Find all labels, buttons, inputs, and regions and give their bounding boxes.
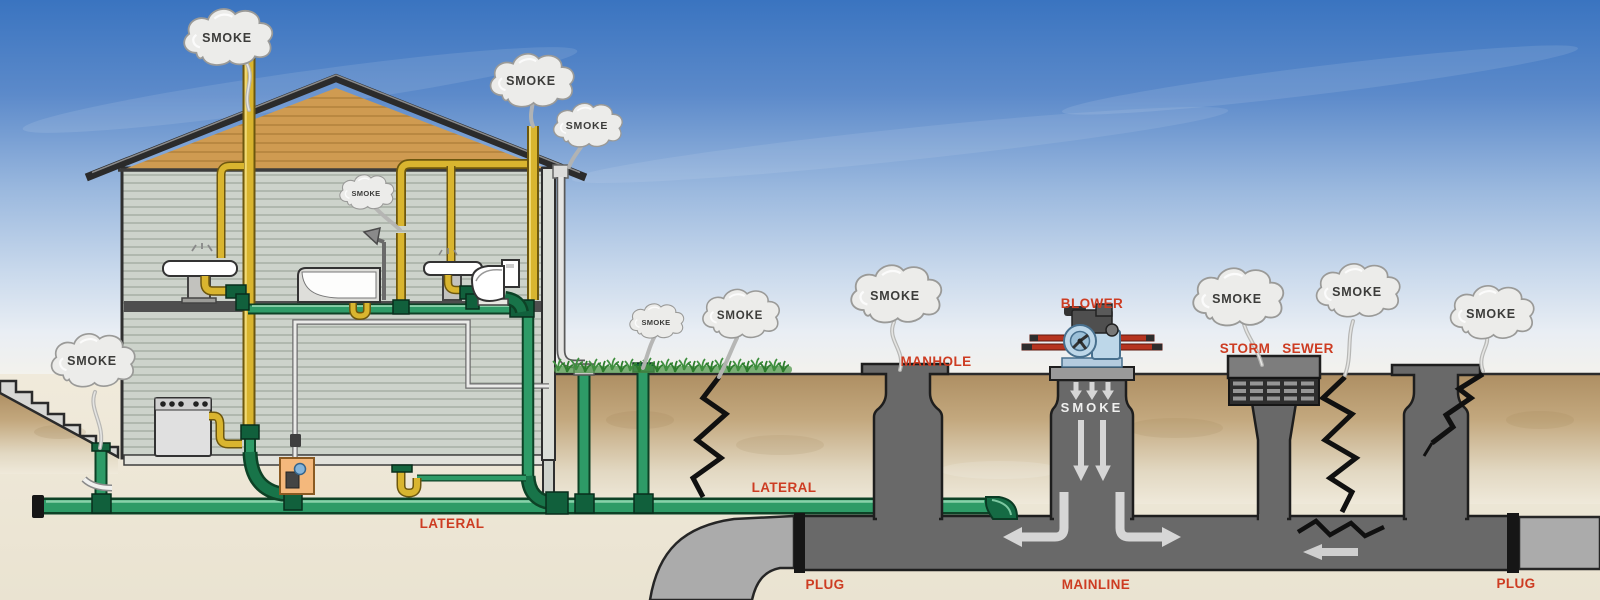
- pipe-cracks: [1296, 371, 1485, 539]
- sump-pit: [279, 457, 315, 495]
- sewer-mainline-system: SMOKE: [648, 354, 1600, 600]
- label-lateral-basement: LATERAL: [420, 516, 485, 531]
- bathtub: [297, 267, 381, 303]
- svg-text:SMOKE: SMOKE: [1466, 307, 1516, 321]
- lateral-soil-crack: [689, 375, 731, 499]
- smoke-cloud-cleanout: SMOKE: [629, 303, 685, 339]
- shaft-smoke-text: SMOKE: [1061, 400, 1124, 415]
- smoke-cloud-soil-crack: SMOKE: [1315, 262, 1401, 318]
- plug-downstream: [1507, 513, 1519, 573]
- svg-text:SMOKE: SMOKE: [641, 318, 670, 327]
- shower-head: [362, 226, 381, 246]
- plugged-downstream-pipe: [1517, 515, 1600, 571]
- label-lateral-yard: LATERAL: [752, 480, 817, 495]
- smoke-cloud-downspout: SMOKE: [552, 102, 624, 148]
- label-mainline: MAINLINE: [1062, 577, 1130, 592]
- gutter: [552, 164, 569, 179]
- right-wall: [541, 167, 556, 461]
- grass: [552, 357, 792, 373]
- toilet: [470, 259, 529, 314]
- smoke-cloud-storm-sewer: SMOKE: [1192, 267, 1285, 327]
- smoke-cloud-vent-stack: SMOKE: [183, 7, 274, 67]
- callout-labels: LATERAL LATERAL MANHOLE BLOWER STORM SEW…: [420, 296, 1536, 592]
- mainline-pipe: [798, 514, 1514, 572]
- svg-text:SMOKE: SMOKE: [1332, 285, 1382, 299]
- shower: [362, 226, 386, 300]
- label-sewer: SEWER: [1282, 341, 1334, 356]
- smoke-cloud-cracked-lateral: SMOKE: [701, 288, 781, 339]
- smoke-cloud-vent-stack-2: SMOKE: [489, 52, 575, 108]
- svg-text:SMOKE: SMOKE: [566, 120, 609, 132]
- label-manhole: MANHOLE: [900, 354, 971, 369]
- smoke-flow-arrows: [1003, 382, 1358, 560]
- sump-pump-float: [293, 462, 307, 476]
- svg-text:SMOKE: SMOKE: [870, 289, 920, 303]
- label-plug-upstream: PLUG: [805, 577, 844, 592]
- svg-text:SMOKE: SMOKE: [67, 354, 117, 368]
- smoke-cloud-cracked-manhole: SMOKE: [1449, 284, 1535, 340]
- storm-sewer-structure: [1226, 354, 1322, 523]
- blower-manhole-shaft: [1049, 378, 1135, 521]
- smoke-cloud-shower-vent: SMOKE: [339, 174, 395, 210]
- washing-machine: [154, 397, 212, 457]
- svg-text:SMOKE: SMOKE: [202, 31, 252, 45]
- label-blower: BLOWER: [1061, 296, 1123, 311]
- smoke-blower: [1021, 303, 1163, 381]
- house: [84, 58, 595, 515]
- smoke-cloud-stair-drain: SMOKE: [50, 332, 136, 388]
- basement-stairs: [0, 379, 120, 460]
- svg-text:SMOKE: SMOKE: [506, 74, 556, 88]
- check-valve: [290, 434, 301, 447]
- vent-piping: [216, 58, 539, 432]
- svg-text:SMOKE: SMOKE: [351, 189, 380, 198]
- lateral-end-cap: [32, 495, 44, 518]
- label-storm: STORM: [1220, 341, 1271, 356]
- smoke-plumes: SMOKE SMOKE SMOKE SMOKE SMOKE SMOKE SMOK…: [50, 7, 1535, 450]
- svg-text:SMOKE: SMOKE: [1212, 292, 1262, 306]
- plug-upstream: [794, 513, 805, 573]
- smoke-cloud-manhole: SMOKE: [850, 264, 943, 324]
- floor-drain: [391, 464, 413, 473]
- label-plug-downstream: PLUG: [1496, 576, 1535, 591]
- svg-text:SMOKE: SMOKE: [717, 310, 763, 322]
- manhole-shaft: [860, 362, 950, 521]
- lateral-mainline-connection: [985, 496, 1018, 520]
